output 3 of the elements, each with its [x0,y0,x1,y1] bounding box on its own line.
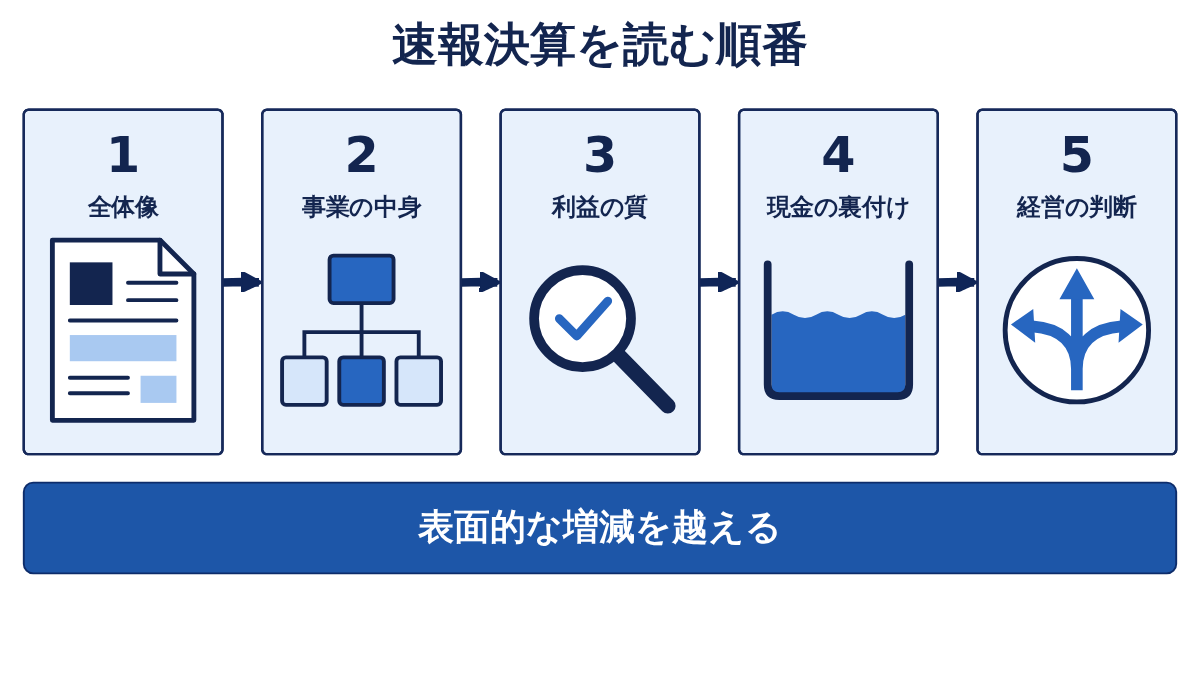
diagram-title: 速報決算を読む順番 [392,16,808,73]
node-box: 表面的な増減を越える [22,481,1178,575]
arrow [699,270,740,294]
